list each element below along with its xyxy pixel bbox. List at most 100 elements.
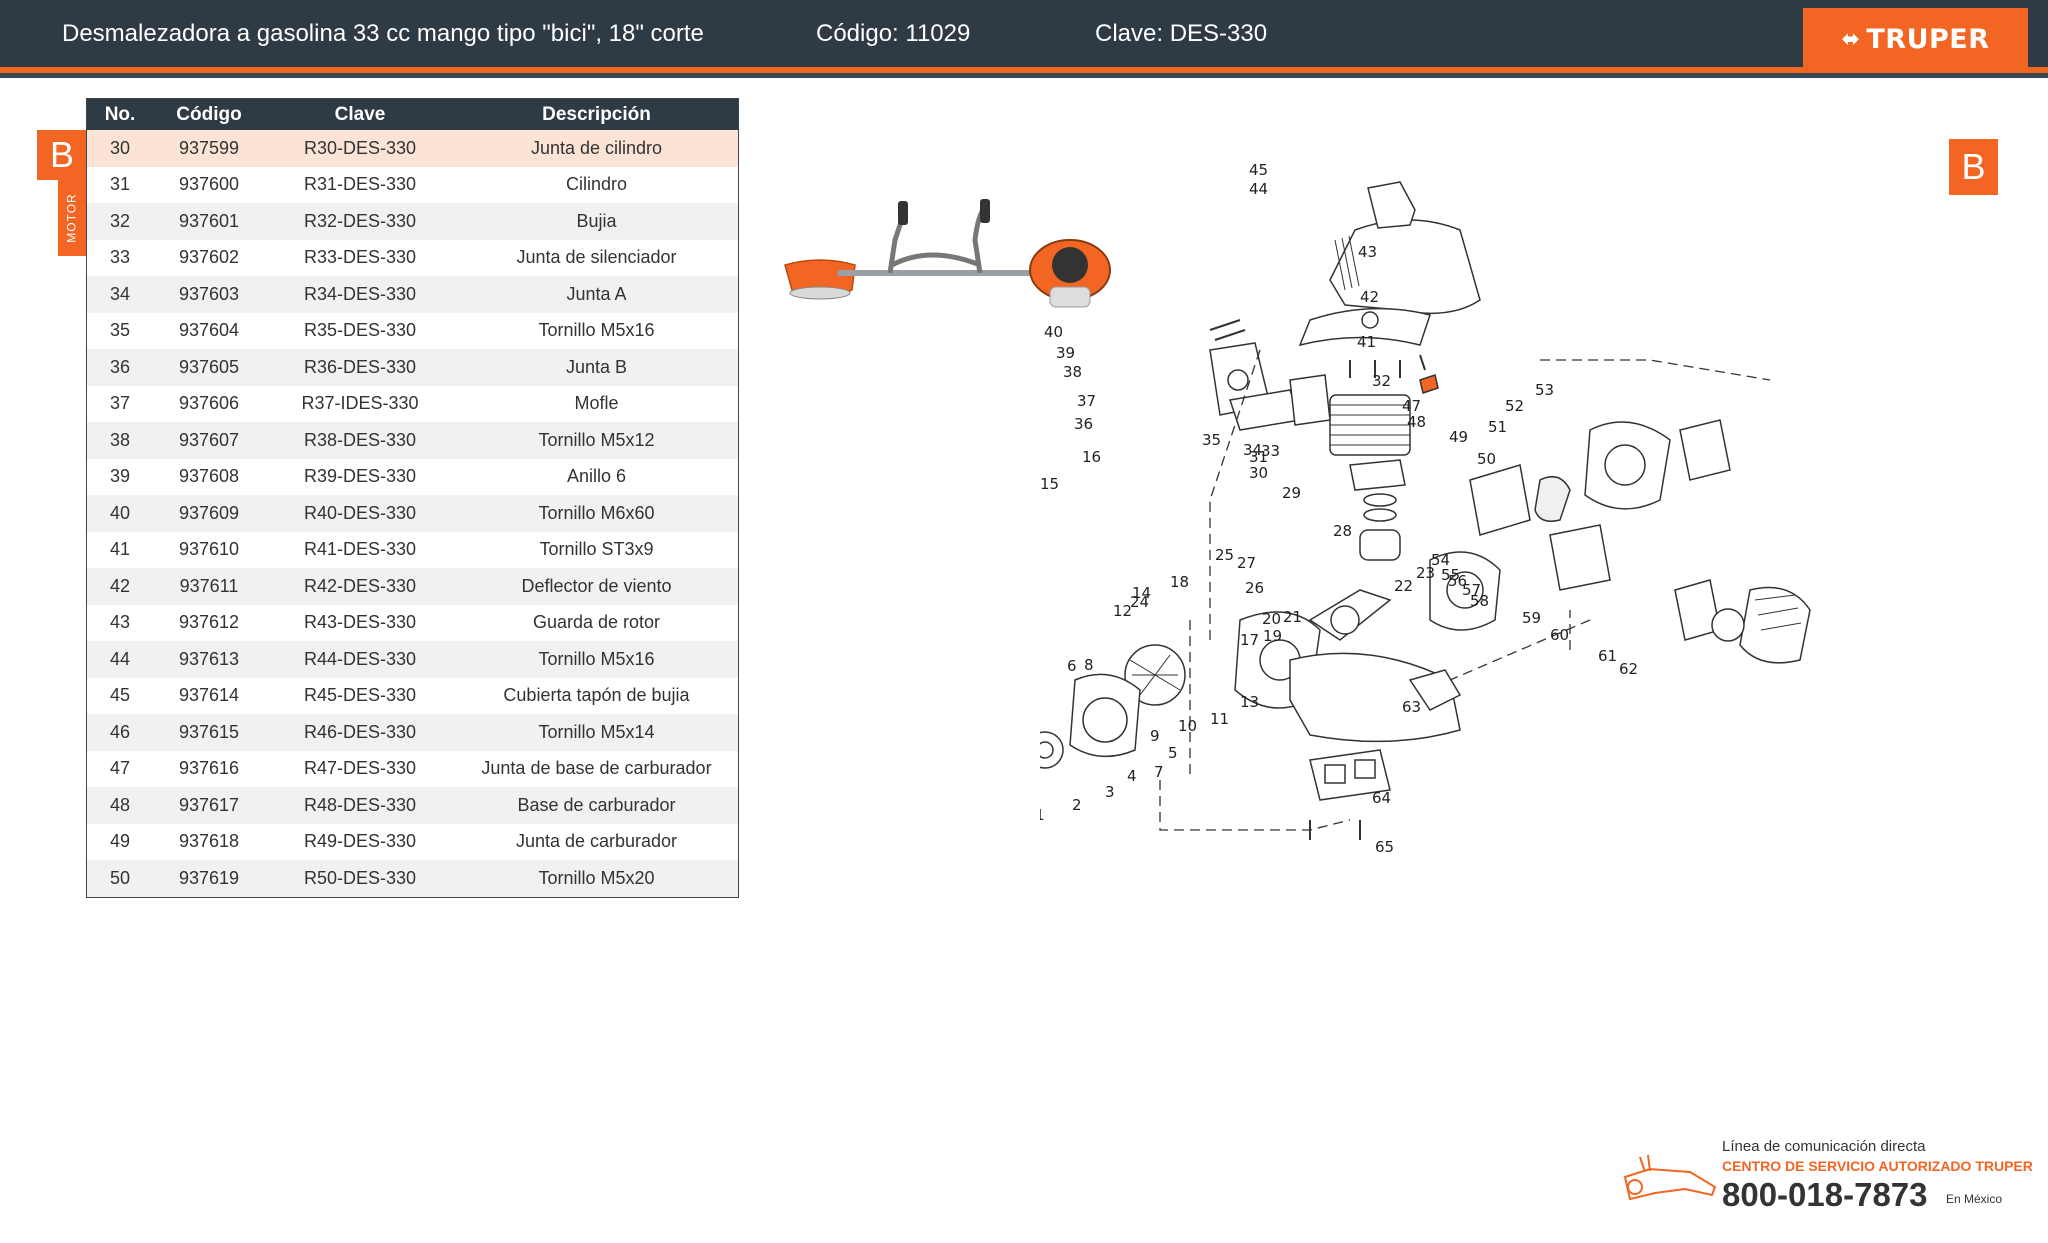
cell-no: 40 xyxy=(86,495,153,532)
cell-clave: R48-DES-330 xyxy=(265,787,455,824)
callout-label: 58 xyxy=(1470,592,1489,610)
callout-label: 13 xyxy=(1240,693,1259,711)
cell-clave: R32-DES-330 xyxy=(265,203,455,240)
cell-codigo: 937599 xyxy=(153,130,265,167)
cell-codigo: 937602 xyxy=(153,239,265,276)
table-header-row: No. Código Clave Descripción xyxy=(86,98,739,130)
cell-clave: R47-DES-330 xyxy=(265,750,455,787)
cell-codigo: 937601 xyxy=(153,203,265,240)
callout-label: 12 xyxy=(1113,602,1132,620)
footer-country: En México xyxy=(1946,1192,2003,1206)
callout-label: 17 xyxy=(1240,631,1259,649)
callout-label: 8 xyxy=(1084,656,1094,674)
cell-codigo: 937611 xyxy=(153,568,265,605)
cell-descripcion: Junta de carburador xyxy=(455,823,739,860)
cell-clave: R35-DES-330 xyxy=(265,312,455,349)
cell-descripcion: Junta de silenciador xyxy=(455,239,739,276)
callout-label: 20 xyxy=(1262,610,1281,628)
callout-label: 19 xyxy=(1263,627,1282,645)
cell-descripcion: Anillo 6 xyxy=(455,458,739,495)
callout-label: 10 xyxy=(1178,717,1197,735)
cell-descripcion: Tornillo M5x20 xyxy=(455,860,739,897)
cell-descripcion: Cilindro xyxy=(455,166,739,203)
callout-label: 31 xyxy=(1249,448,1268,466)
cell-no: 42 xyxy=(86,568,153,605)
product-key: Clave: DES-330 xyxy=(1095,20,1268,47)
truper-logo: ⬌ TRUPER xyxy=(1803,8,2028,71)
cell-clave: R41-DES-330 xyxy=(265,531,455,568)
cell-no: 36 xyxy=(86,349,153,386)
callout-label: 1 xyxy=(1040,806,1045,824)
cell-clave: R38-DES-330 xyxy=(265,422,455,459)
callout-label: 7 xyxy=(1154,763,1164,781)
callout-label: 48 xyxy=(1407,413,1426,431)
cell-no: 50 xyxy=(86,860,153,897)
footer-phone[interactable]: 800-018-7873 xyxy=(1722,1176,1928,1213)
callout-label: 29 xyxy=(1282,484,1301,502)
cell-descripcion: Junta de base de carburador xyxy=(455,750,739,787)
truper-emblem-icon: ⬌ xyxy=(1841,27,1861,52)
cell-codigo: 937607 xyxy=(153,422,265,459)
callout-label: 47 xyxy=(1402,397,1421,415)
cell-descripcion: Tornillo M5x12 xyxy=(455,422,739,459)
cell-descripcion: Tornillo M5x16 xyxy=(455,312,739,349)
callout-label: 39 xyxy=(1056,344,1075,362)
section-name-label: MOTOR xyxy=(65,193,80,243)
service-footer: Línea de comunicación directa CENTRO DE … xyxy=(1620,1135,2040,1215)
callout-label: 57 xyxy=(1462,581,1481,599)
callout-label: 25 xyxy=(1215,546,1234,564)
brand-name: TRUPER xyxy=(1866,24,1990,55)
cell-clave: R34-DES-330 xyxy=(265,276,455,313)
callout-label: 45 xyxy=(1249,161,1268,179)
cell-no: 32 xyxy=(86,203,153,240)
cell-codigo: 937617 xyxy=(153,787,265,824)
cell-no: 49 xyxy=(86,823,153,860)
callout-label: 21 xyxy=(1283,608,1302,626)
cell-no: 35 xyxy=(86,312,153,349)
cell-descripcion: Cubierta tapón de bujia xyxy=(455,677,739,714)
section-name-tab: MOTOR xyxy=(58,180,86,256)
callout-label: 37 xyxy=(1077,392,1096,410)
callout-label: 36 xyxy=(1074,415,1093,433)
callout-label: 59 xyxy=(1522,609,1541,627)
cell-no: 48 xyxy=(86,787,153,824)
callout-label: 23 xyxy=(1416,564,1435,582)
cell-no: 43 xyxy=(86,604,153,641)
bike-handle xyxy=(887,199,990,274)
callout-label: 46 xyxy=(1250,160,1269,164)
cell-descripcion: Tornillo ST3x9 xyxy=(455,531,739,568)
cell-descripcion: Tornillo M5x14 xyxy=(455,714,739,751)
callout-label: 33 xyxy=(1261,442,1280,460)
cell-clave: R40-DES-330 xyxy=(265,495,455,532)
cell-clave: R33-DES-330 xyxy=(265,239,455,276)
cell-no: 39 xyxy=(86,458,153,495)
cell-codigo: 937613 xyxy=(153,641,265,678)
col-header-clave: Clave xyxy=(265,98,455,130)
cell-codigo: 937608 xyxy=(153,458,265,495)
callout-label: 65 xyxy=(1375,838,1394,856)
callout-label: 49 xyxy=(1449,428,1468,446)
cell-no: 37 xyxy=(86,385,153,422)
cell-codigo: 937610 xyxy=(153,531,265,568)
col-header-descripcion: Descripción xyxy=(455,98,739,130)
cell-clave: R44-DES-330 xyxy=(265,641,455,678)
callout-label: 6 xyxy=(1067,657,1077,675)
callout-label: 2 xyxy=(1072,796,1082,814)
cell-clave: R36-DES-330 xyxy=(265,349,455,386)
header-bar: Desmalezadora a gasolina 33 cc mango tip… xyxy=(0,0,2048,71)
cell-codigo: 937616 xyxy=(153,750,265,787)
